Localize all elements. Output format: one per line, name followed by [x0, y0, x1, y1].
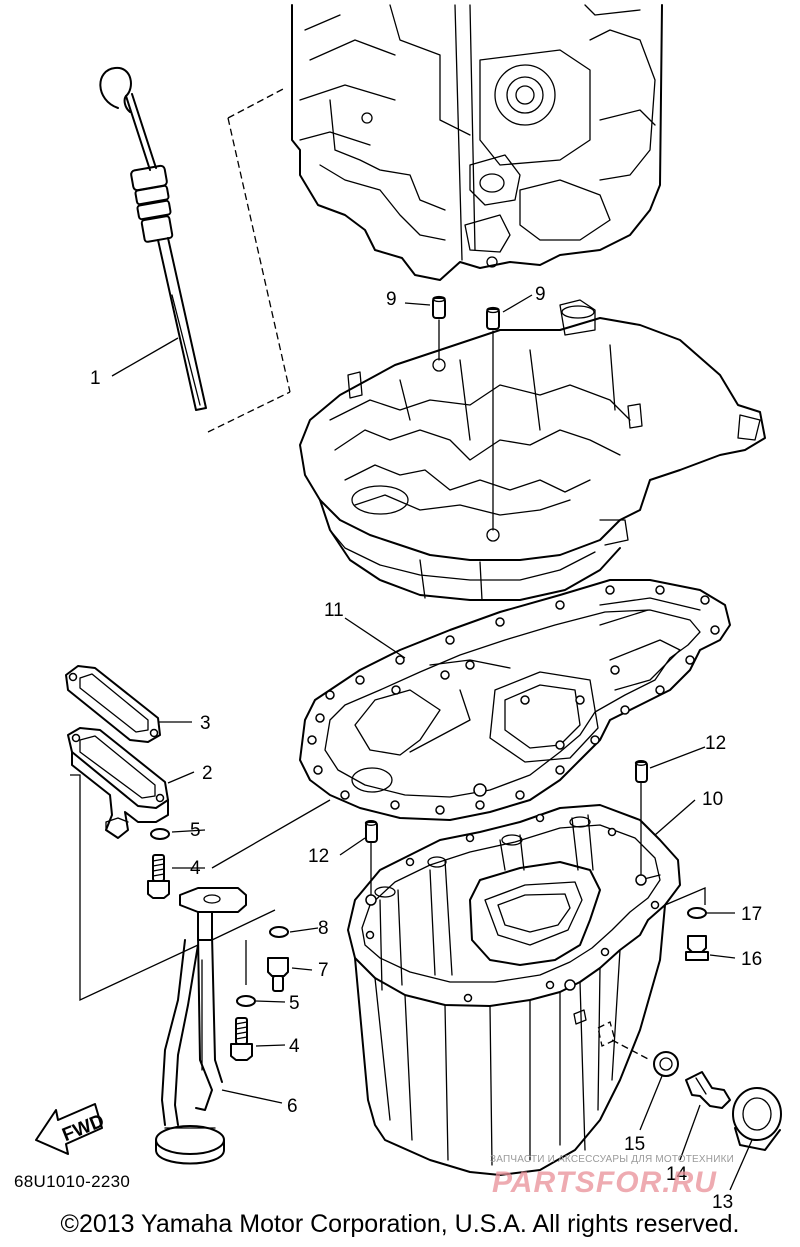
washer-8 [269, 926, 289, 938]
dowel-pins-9 [432, 295, 500, 531]
bolt-16 [685, 935, 709, 961]
callout-15: 15 [624, 1134, 645, 1155]
callout-16: 16 [741, 949, 762, 970]
strainer-gasket-3 [65, 665, 161, 743]
assembly-guide-lines [70, 774, 331, 1002]
oil-pan-gasket [299, 579, 731, 821]
oil-strainer-plate-2 [67, 727, 169, 839]
diagram-code: 68U1010-2230 [14, 1172, 131, 1191]
callout-1: 1 [90, 368, 101, 389]
washer-5-lower [236, 995, 256, 1007]
callout-4-lower: 4 [289, 1036, 300, 1057]
callout-17: 17 [741, 904, 762, 925]
callout-14: 14 [666, 1164, 688, 1185]
fwd-arrow-icon: FWD [35, 1103, 107, 1155]
watermark-logo: PARTSFOR.RU [492, 1166, 717, 1199]
washer-5-upper [150, 828, 170, 840]
engine-block [291, 4, 663, 281]
callout-11: 11 [324, 600, 344, 621]
callout-7: 7 [318, 960, 329, 981]
callout-4-upper: 4 [190, 858, 201, 879]
bolt-4-upper [147, 854, 170, 899]
dipstick-alignment-line [227, 87, 291, 393]
callout-6: 6 [287, 1096, 298, 1117]
callout-numbers: 1 2 3 4 4 5 5 6 7 8 9 9 10 11 12 12 13 1… [90, 284, 762, 1213]
dowel-pins-12 [364, 760, 648, 896]
callout-8: 8 [318, 918, 329, 939]
callout-2: 2 [202, 763, 213, 784]
callout-9-right: 9 [535, 284, 546, 305]
callout-12-right: 12 [705, 733, 726, 754]
drain-cap-13 [732, 1087, 782, 1151]
bolt-4-lower [230, 1017, 253, 1061]
callout-5-upper: 5 [190, 820, 201, 841]
callout-12-left: 12 [308, 846, 329, 867]
exhaust-guide-housing [299, 299, 766, 601]
oil-pan-10 [347, 804, 681, 1176]
callout-3: 3 [200, 713, 211, 734]
watermark-tagline: ЗАПЧАСТИ И АКСЕССУАРЫ ДЛЯ МОТОТЕХНИКИ [490, 1154, 735, 1165]
callout-13: 13 [712, 1192, 733, 1213]
washer-17 [687, 907, 707, 919]
oil-dipstick [99, 66, 207, 411]
drain-plug-14 [685, 1071, 731, 1109]
drain-gasket-15 [653, 1051, 679, 1077]
oil-strainer-pickup-6 [155, 887, 247, 1165]
bolt-7 [267, 957, 289, 992]
callout-9-left: 9 [386, 289, 397, 310]
callout-leaders [111, 294, 753, 1191]
copyright-notice: ©2013 Yamaha Motor Corporation, U.S.A. A… [60, 1210, 740, 1238]
callout-10: 10 [702, 789, 723, 810]
callout-5-lower: 5 [289, 993, 300, 1014]
